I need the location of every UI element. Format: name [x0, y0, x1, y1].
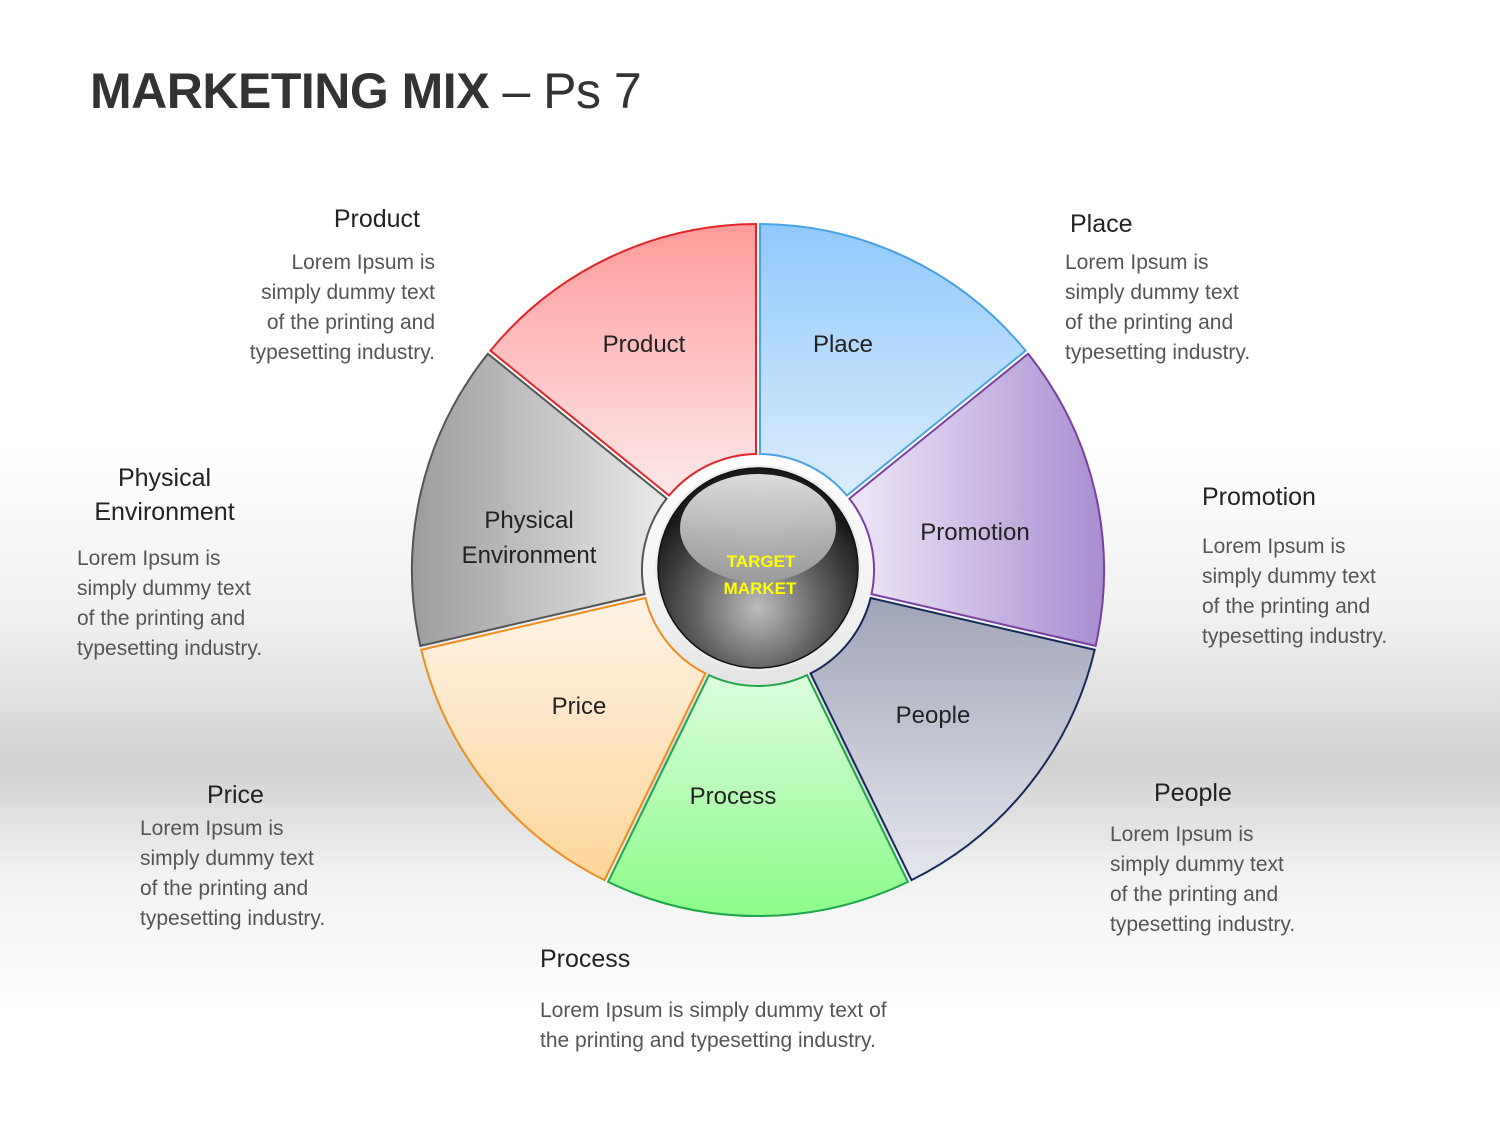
segment-label-physical-environment-2: Environment — [462, 542, 597, 569]
callout-promotion: Promotion Lorem Ipsum is simply dummy te… — [1202, 480, 1482, 652]
callout-physical-environment-line-3: of the printing and — [77, 607, 246, 630]
callout-price-heading: Price — [207, 781, 264, 809]
callout-product-line-3: of the printing and — [266, 311, 435, 334]
segment-label-place: Place — [813, 331, 873, 358]
callout-promotion-line-2: simply dummy text — [1202, 565, 1376, 588]
callout-promotion-line-4: typesetting industry. — [1202, 625, 1388, 648]
segment-people — [809, 596, 1096, 882]
page-title: MARKETING MIX – Ps 7 — [90, 62, 642, 120]
sphere-highlight — [680, 474, 836, 582]
segment-price — [420, 596, 707, 882]
callout-people-heading: People — [1154, 779, 1232, 807]
callout-physical-environment: Physical Environment Lorem Ipsum is simp… — [77, 461, 347, 664]
callout-process-line-2: the printing and typesetting industry. — [540, 1029, 876, 1052]
callout-product-line-2: simply dummy text — [261, 281, 435, 304]
segment-label-promotion: Promotion — [920, 519, 1029, 546]
callout-people-line-1: Lorem Ipsum is — [1110, 823, 1254, 846]
callout-physical-environment-line-2: simply dummy text — [77, 577, 251, 600]
callout-promotion-line-3: of the printing and — [1202, 595, 1371, 618]
callout-people: People Lorem Ipsum is simply dummy text … — [1110, 776, 1390, 940]
callout-place-line-2: simply dummy text — [1065, 281, 1239, 304]
callout-place-line-4: typesetting industry. — [1065, 341, 1251, 364]
callout-price-line-4: typesetting industry. — [140, 907, 326, 930]
callout-people-line-4: typesetting industry. — [1110, 913, 1296, 936]
callout-physical-environment-heading-1: Physical — [117, 464, 212, 492]
callout-physical-environment-line-4: typesetting industry. — [77, 637, 263, 660]
title-main: MARKETING MIX — [90, 63, 490, 119]
callout-product-heading: Product — [333, 205, 420, 233]
callout-product-line-4: typesetting industry. — [249, 341, 435, 364]
callout-place-line-1: Lorem Ipsum is — [1065, 251, 1209, 274]
callout-people-line-3: of the printing and — [1110, 883, 1279, 906]
callout-process-heading: Process — [540, 945, 631, 973]
segment-label-price: Price — [552, 693, 607, 720]
callout-people-line-2: simply dummy text — [1110, 853, 1284, 876]
callout-price-line-2: simply dummy text — [140, 847, 314, 870]
callout-place-heading: Place — [1070, 210, 1133, 238]
callout-price-line-3: of the printing and — [140, 877, 309, 900]
callout-physical-environment-line-1: Lorem Ipsum is — [77, 547, 221, 570]
center-label-line-2: MARKET — [724, 579, 797, 598]
callout-process-line-1: Lorem Ipsum is simply dummy text of — [540, 999, 887, 1022]
center-label-line-1: TARGET — [727, 552, 796, 571]
callout-product-line-1: Lorem Ipsum is — [291, 251, 435, 274]
segment-place — [759, 222, 1028, 497]
segment-process — [606, 673, 910, 917]
segment-product — [488, 222, 757, 497]
segment-physical-environment — [410, 352, 668, 648]
callout-promotion-line-1: Lorem Ipsum is — [1202, 535, 1346, 558]
callout-product: Product Lorem Ipsum is simply dummy text… — [200, 202, 435, 368]
segment-promotion — [848, 352, 1106, 648]
segment-label-product: Product — [603, 331, 686, 358]
callout-promotion-heading: Promotion — [1202, 483, 1316, 511]
callout-place-line-3: of the printing and — [1065, 311, 1234, 334]
callout-process: Process Lorem Ipsum is simply dummy text… — [540, 942, 960, 1056]
callout-physical-environment-heading-2: Environment — [94, 498, 235, 526]
title-dash: – — [489, 63, 544, 119]
segment-label-physical-environment-1: Physical — [484, 507, 573, 534]
title-suffix: Ps 7 — [543, 63, 642, 119]
callout-place: Place Lorem Ipsum is simply dummy text o… — [1065, 207, 1325, 368]
callout-price: Price Lorem Ipsum is simply dummy text o… — [140, 778, 410, 934]
segment-label-people: People — [896, 702, 971, 729]
segment-label-process: Process — [690, 783, 777, 810]
callout-price-line-1: Lorem Ipsum is — [140, 817, 284, 840]
